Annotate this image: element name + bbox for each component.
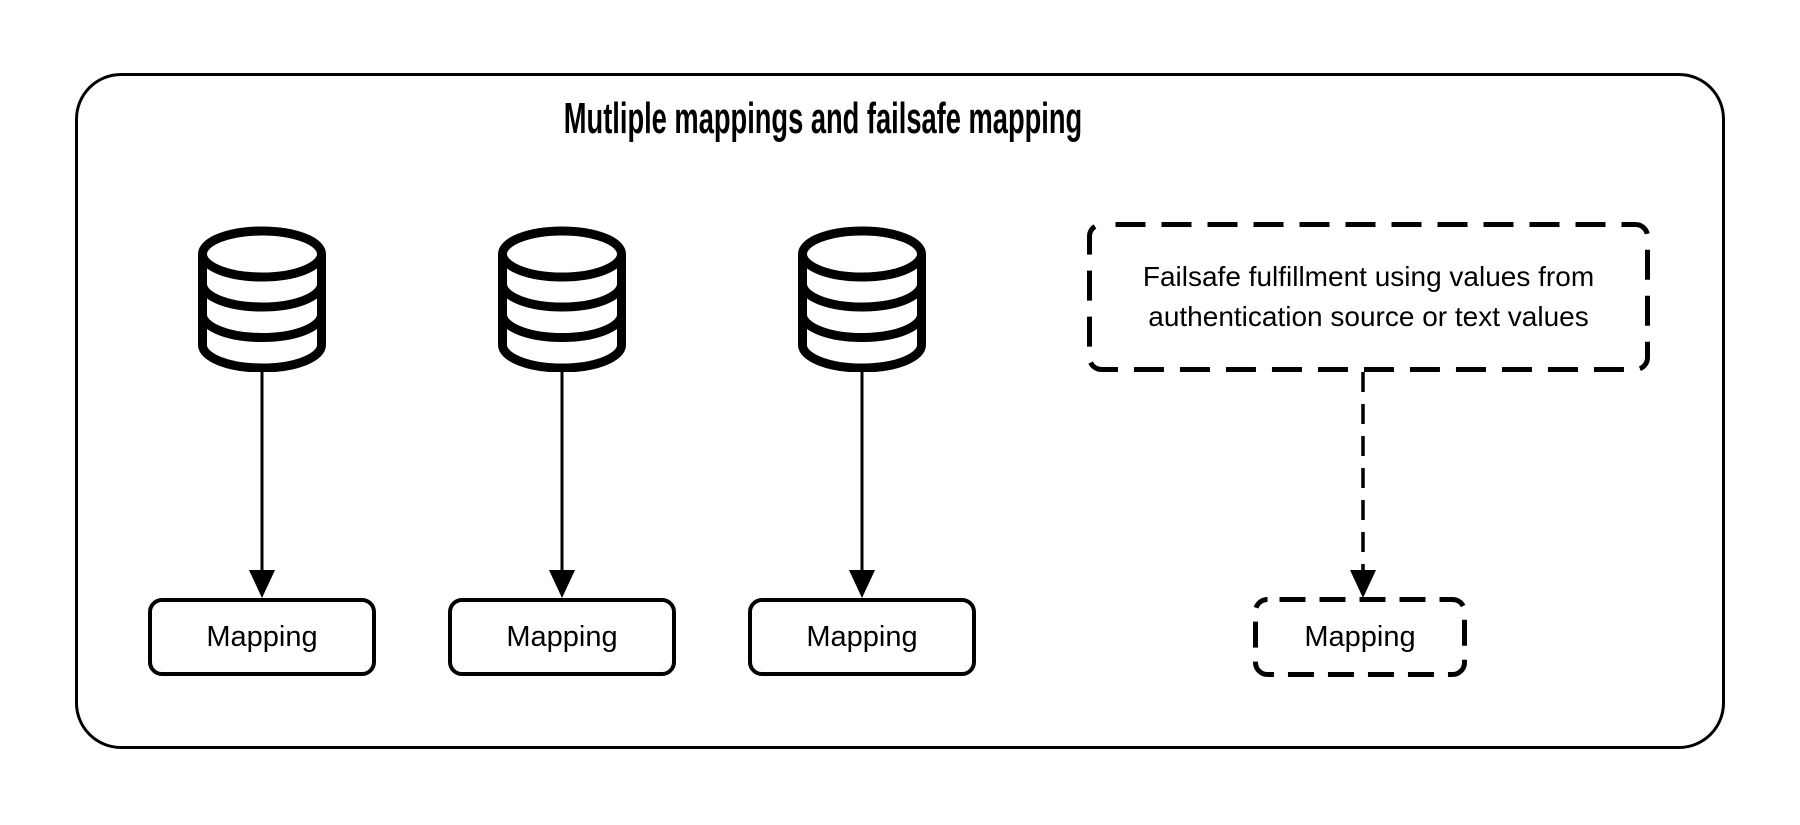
- arrow-down-icon: [249, 372, 275, 598]
- failsafe-note-box: Failsafe fulfillment using values from a…: [1087, 222, 1650, 372]
- mapping-label: Mapping: [1304, 620, 1416, 653]
- mapping-label: Mapping: [806, 620, 918, 653]
- arrow-down-icon: [549, 372, 575, 598]
- mapping-label: Mapping: [506, 620, 618, 653]
- failsafe-mapping-node: Mapping: [1253, 597, 1467, 677]
- dashed-border: [1087, 222, 1650, 372]
- database-icon: [498, 226, 626, 372]
- diagram-title: Mutliple mappings and failsafe mapping: [563, 94, 1083, 143]
- mapping-node: Mapping: [148, 598, 376, 676]
- dashed-border: [1253, 597, 1467, 677]
- mapping-label: Mapping: [206, 620, 318, 653]
- failsafe-note-text: Failsafe fulfillment using values from a…: [1142, 261, 1595, 332]
- mapping-node: Mapping: [448, 598, 676, 676]
- arrow-down-icon: [849, 372, 875, 598]
- dashed-arrow-down-icon: [1350, 372, 1376, 598]
- database-icon: [798, 226, 926, 372]
- mapping-node: Mapping: [748, 598, 976, 676]
- database-icon: [198, 226, 326, 372]
